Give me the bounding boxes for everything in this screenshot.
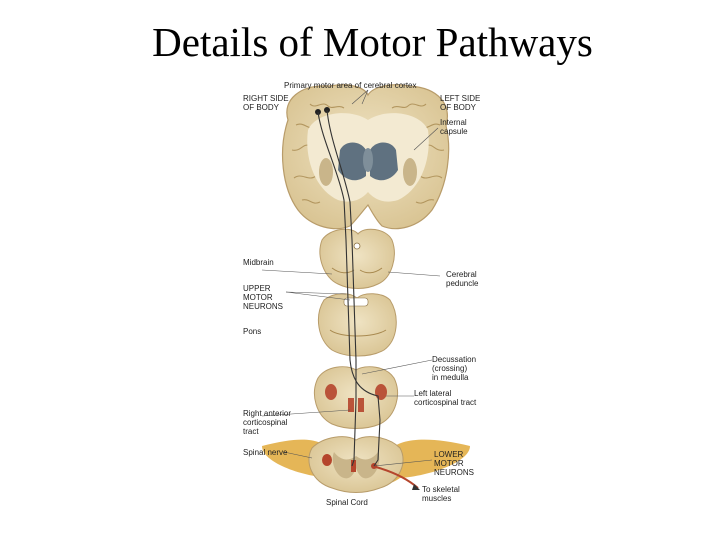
label-cerebral-peduncle: Cerebral <box>446 270 477 279</box>
label-left-side-2: OF BODY <box>440 103 477 112</box>
label-right-side-2: OF BODY <box>243 103 280 112</box>
label-decussation-3: in medulla <box>432 373 469 382</box>
label-spinal-nerve: Spinal nerve <box>243 448 288 457</box>
slide-title: Details of Motor Pathways <box>152 19 593 65</box>
label-lower-motor-2: MOTOR <box>434 459 464 468</box>
label-left-side: LEFT SIDE <box>440 94 480 103</box>
label-decussation-2: (crossing) <box>432 364 467 373</box>
label-primary-motor: Primary motor area of cerebral cortex <box>284 81 417 90</box>
label-to-skeletal: To skeletal <box>422 485 460 494</box>
label-upper-motor-2: MOTOR <box>243 293 273 302</box>
diagram-labels: Primary motor area of cerebral cortex RI… <box>243 81 480 507</box>
pons-section <box>317 293 397 357</box>
label-spinal-cord: Spinal Cord <box>326 498 368 507</box>
label-left-lateral-2: corticospinal tract <box>414 398 477 407</box>
leader-lines <box>261 89 441 467</box>
label-right-side: RIGHT SIDE <box>243 94 289 103</box>
label-left-lateral: Left lateral <box>414 389 452 398</box>
label-lower-motor: LOWER <box>434 450 464 459</box>
label-upper-motor-3: NEURONS <box>243 302 283 311</box>
label-midbrain: Midbrain <box>243 258 274 267</box>
label-cerebral-peduncle-2: peduncle <box>446 279 479 288</box>
label-internal-capsule-2: capsule <box>440 127 468 136</box>
cerebrum-section <box>281 84 450 230</box>
label-right-anterior-3: tract <box>243 427 259 436</box>
spinal-cord-section <box>262 436 470 493</box>
label-pons: Pons <box>243 327 261 336</box>
label-right-anterior-2: corticospinal <box>243 418 288 427</box>
midbrain-section <box>319 228 395 289</box>
label-lower-motor-3: NEURONS <box>434 468 474 477</box>
label-to-skeletal-2: muscles <box>422 494 451 503</box>
label-right-anterior: Right anterior <box>243 409 291 418</box>
label-upper-motor: UPPER <box>243 284 271 293</box>
label-internal-capsule: Internal <box>440 118 467 127</box>
label-decussation: Decussation <box>432 355 476 364</box>
